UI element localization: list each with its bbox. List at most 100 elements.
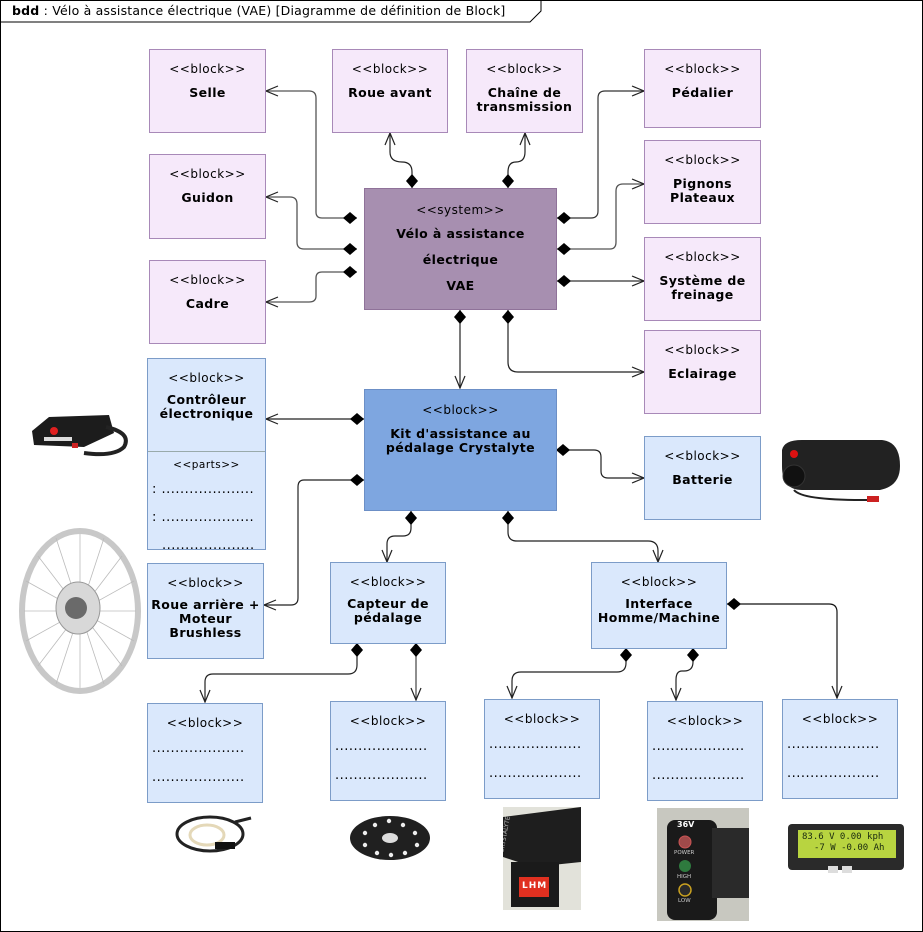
voltage-label: 36V (677, 820, 695, 829)
assoc-ihm-sub2 (676, 648, 693, 700)
stereotype-label: <<block>> (169, 167, 246, 181)
block-eclairage[interactable]: <<block>> Eclairage (644, 330, 761, 414)
block-name-line: Interface (625, 596, 693, 611)
stereotype-label: <<block>> (503, 712, 581, 726)
stereotype-label: <<block>> (664, 62, 741, 76)
controller-photo (32, 415, 128, 457)
title-tab-border (0, 0, 542, 23)
disc-magnets (362, 818, 420, 858)
diagram-title: bdd : Vélo à assistance électrique (VAE)… (12, 3, 506, 18)
stereotype-label: <<block>> (351, 62, 429, 76)
power-label: POWER (674, 850, 695, 856)
block-ihm-sub-1[interactable]: <<block>> .................... .........… (484, 699, 600, 799)
high-label: HIGH (677, 874, 692, 880)
assoc-system-cadre (266, 272, 357, 302)
stereotype-label: <<block>> (169, 62, 246, 76)
stereotype-label: <<block>> (167, 576, 244, 590)
placeholder-line: .................... (335, 739, 428, 754)
assoc-system-roue-avant (390, 133, 412, 188)
lcd-display-photo: 83.6 V 0.00 kph -7 W -0.00 Ah (786, 822, 906, 877)
assoc-ihm-sub1 (512, 648, 626, 698)
pedal-sensor-disc-photo (350, 816, 430, 860)
stereotype-label: <<block>> (666, 714, 744, 728)
placeholder-line: .................... (489, 737, 582, 752)
placeholder-line: .................... (652, 768, 745, 783)
lcd-readout-line1: 83.6 V 0.00 kph (802, 832, 884, 842)
block-name-line: Capteur de (347, 596, 429, 611)
assoc-kit-ihm (508, 511, 658, 562)
block-name-line: freinage (671, 287, 734, 302)
assoc-kit-capteur (387, 511, 411, 562)
placeholder-line: .................... (152, 770, 245, 785)
block-name-line: Kit d'assistance au (390, 426, 531, 441)
block-name-line: Pignons (672, 176, 733, 191)
stereotype-label: <<block>> (664, 153, 741, 167)
parts-stereotype: <<parts>> (173, 459, 240, 471)
stereotype-label: <<block>> (664, 343, 741, 357)
assoc-system-pignons (557, 184, 644, 249)
parts-compartment: <<parts>> : .................... : .....… (148, 451, 265, 553)
stereotype-label: <<block>> (664, 250, 741, 264)
block-name-line: Contrôleur (166, 392, 247, 407)
block-capteur-sub-2[interactable]: <<block>> .................... .........… (330, 701, 446, 801)
assoc-system-eclairage (508, 310, 644, 372)
block-ihm-sub-2[interactable]: <<block>> .................... .........… (647, 701, 763, 801)
block-name-line: Roue arrière + (151, 597, 260, 612)
block-name-line: pédalage Crystalyte (385, 440, 536, 455)
stereotype-label: <<block>> (422, 403, 499, 417)
block-name: Guidon (181, 190, 234, 205)
assoc-system-chaine (508, 133, 525, 188)
placeholder-line: .................... (652, 739, 745, 754)
block-name-line: Homme/Machine (597, 610, 721, 625)
block-cadre[interactable]: <<block>> Cadre (149, 260, 266, 344)
stereotype-label: <<block>> (486, 62, 563, 76)
block-selle[interactable]: <<block>> Selle (149, 49, 266, 133)
block-name-line: pédalage (353, 610, 423, 625)
block-name-line: électronique (159, 406, 254, 421)
placeholder-line: .................... (152, 741, 245, 756)
stereotype-label: <<block>> (801, 712, 879, 726)
part-placeholder: : .................... (152, 510, 255, 525)
low-label: LOW (678, 898, 691, 904)
stereotype-label: <<system>> (416, 203, 505, 217)
placeholder-line: .................... (787, 737, 880, 752)
block-name: Selle (189, 85, 226, 100)
rear-wheel-motor-photo (19, 528, 141, 694)
throttle-button-photo: LHM CRYSTALYTE (503, 807, 581, 910)
block-ihm-sub-3[interactable]: <<block>> .................... .........… (782, 699, 898, 799)
block-name: Eclairage (668, 366, 737, 381)
block-pedalier[interactable]: <<block>> Pédalier (644, 49, 761, 128)
assoc-system-guidon (266, 197, 357, 249)
block-name-line: Brushless (169, 625, 242, 640)
block-roue-avant[interactable]: <<block>> Roue avant (332, 49, 448, 133)
block-batterie[interactable]: <<block>> Batterie (644, 436, 761, 520)
assoc-kit-batterie (556, 450, 644, 478)
stereotype-label: <<block>> (620, 575, 698, 589)
lcd-readout-line2: -7 W -0.00 Ah (814, 843, 885, 853)
stereotype-label: <<block>> (168, 371, 245, 385)
block-guidon[interactable]: <<block>> Guidon (149, 154, 266, 239)
battery-photo (782, 440, 900, 502)
block-name-line: Vélo à assistance (396, 226, 525, 241)
block-capteur-sub-1[interactable]: <<block>> .................... .........… (147, 703, 263, 803)
block-name: Roue avant (348, 85, 432, 100)
block-name-line: Plateaux (670, 190, 735, 205)
stereotype-label: <<block>> (169, 273, 246, 287)
block-name: Batterie (672, 472, 733, 487)
